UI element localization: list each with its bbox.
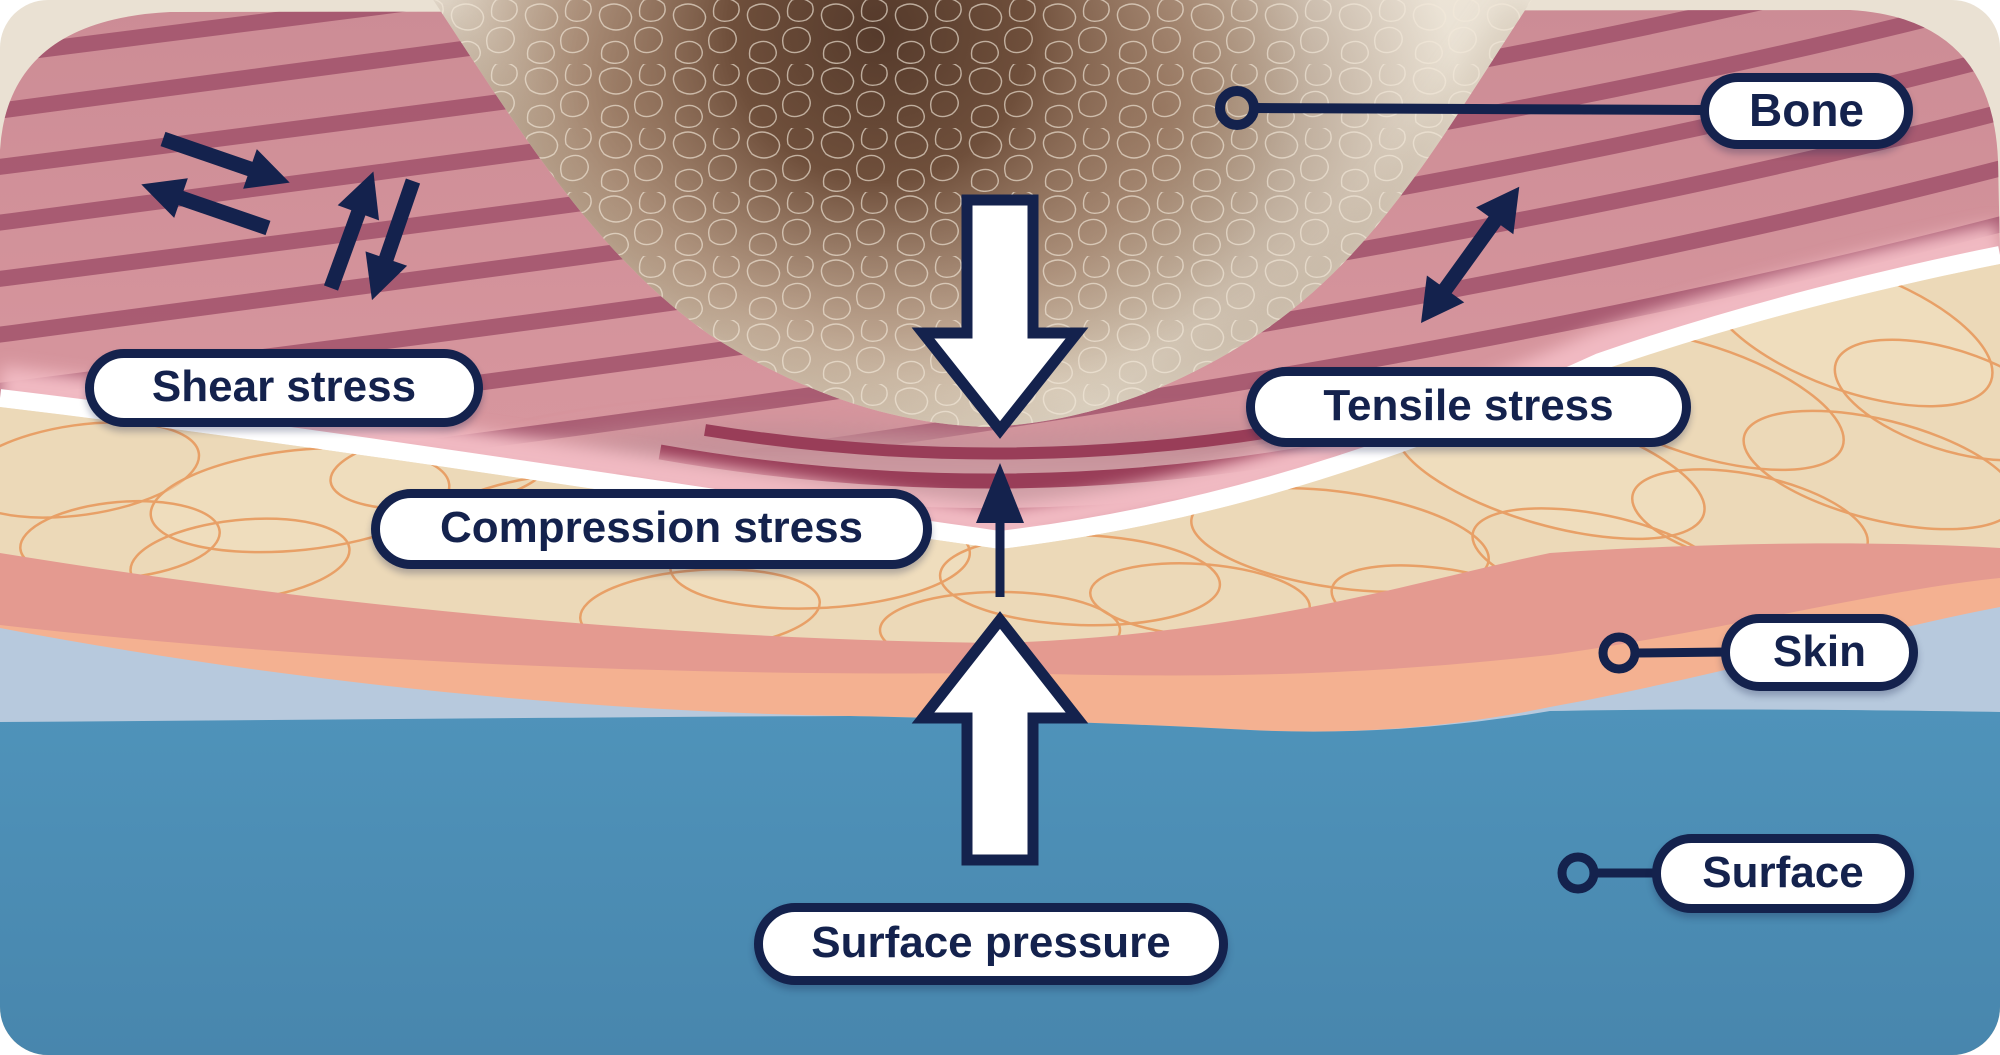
label-bone: Bone <box>1700 73 1913 149</box>
surface-callout-connector <box>1557 852 1658 894</box>
label-shear-stress: Shear stress <box>85 349 483 427</box>
tensile-double-arrow-icon <box>1421 186 1520 323</box>
compression-down-arrow-icon <box>911 194 1089 439</box>
surface-pressure-up-arrow-icon <box>911 611 1089 866</box>
support-surface-layer <box>0 709 2000 1055</box>
label-compression-stress: Compression stress <box>371 489 932 569</box>
bone-marker-ring-icon <box>1215 86 1259 130</box>
label-skin: Skin <box>1721 614 1918 691</box>
shear-arrows-icon <box>141 131 421 301</box>
reaction-up-arrow-icon <box>976 463 1024 597</box>
label-surface: Surface <box>1652 834 1914 913</box>
label-tensile-stress-text: Tensile stress <box>1323 381 1614 430</box>
label-compression-stress-text: Compression stress <box>439 503 864 552</box>
surface-marker-ring-icon <box>1557 852 1599 894</box>
label-bone-text: Bone <box>1749 84 1864 136</box>
bone-callout-connector <box>1215 86 1706 130</box>
muscle-edge-glow <box>0 223 2000 540</box>
label-tensile-stress: Tensile stress <box>1246 367 1691 447</box>
label-surface-pressure-text: Surface pressure <box>811 918 1171 967</box>
label-surface-pressure: Surface pressure <box>754 903 1228 985</box>
label-surface-text: Surface <box>1702 847 1864 897</box>
label-shear-stress-text: Shear stress <box>151 362 417 411</box>
fascia-line <box>0 246 2000 550</box>
skin-callout-connector <box>1598 632 1728 674</box>
skin-marker-ring-icon <box>1598 632 1640 674</box>
label-skin-text: Skin <box>1773 626 1866 676</box>
